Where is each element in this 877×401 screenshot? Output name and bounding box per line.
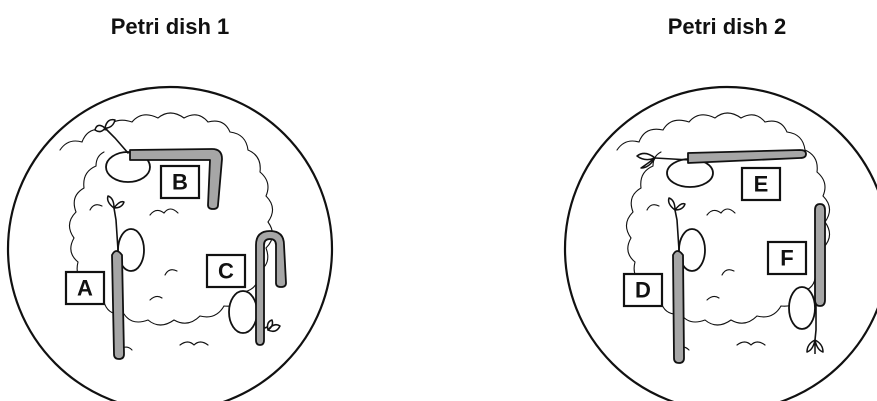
seedling-c-leaves bbox=[268, 320, 281, 331]
dish-1-cotton-texture bbox=[90, 205, 208, 350]
petri-dish-2: E D F bbox=[565, 87, 877, 401]
label-f: F bbox=[768, 242, 806, 274]
seedling-f-leaves bbox=[807, 340, 823, 354]
label-b-text: B bbox=[172, 170, 188, 195]
seedling-f-root bbox=[815, 204, 825, 306]
label-c-text: C bbox=[218, 259, 234, 284]
seedling-e-root bbox=[688, 150, 806, 163]
seedling-a bbox=[108, 196, 144, 359]
label-e: E bbox=[742, 168, 780, 200]
label-d: D bbox=[624, 274, 662, 306]
seedling-d-root bbox=[673, 251, 684, 363]
label-a-text: A bbox=[77, 276, 93, 301]
seedling-b bbox=[95, 120, 222, 209]
label-d-text: D bbox=[635, 278, 651, 303]
dish-2-cotton-texture bbox=[647, 205, 765, 350]
seedling-e-shoot bbox=[655, 158, 690, 160]
label-c: C bbox=[207, 255, 245, 287]
seedling-a-leaves bbox=[108, 196, 124, 208]
petri-dish-1: B A C bbox=[8, 87, 332, 401]
label-b: B bbox=[161, 166, 199, 198]
seedling-f-seed bbox=[789, 287, 815, 329]
seedling-f bbox=[789, 204, 825, 354]
dish-2-rim bbox=[565, 87, 877, 401]
seedling-d-shoot bbox=[675, 210, 679, 250]
seedling-a-root bbox=[112, 251, 124, 359]
seedling-c-seed bbox=[229, 291, 257, 333]
seedling-b-shoot bbox=[105, 128, 128, 153]
label-e-text: E bbox=[754, 172, 769, 197]
label-f-text: F bbox=[780, 246, 793, 271]
seedling-a-shoot bbox=[114, 208, 118, 250]
seedling-d bbox=[669, 198, 705, 363]
label-a: A bbox=[66, 272, 104, 304]
seedling-d-leaves bbox=[669, 198, 685, 210]
